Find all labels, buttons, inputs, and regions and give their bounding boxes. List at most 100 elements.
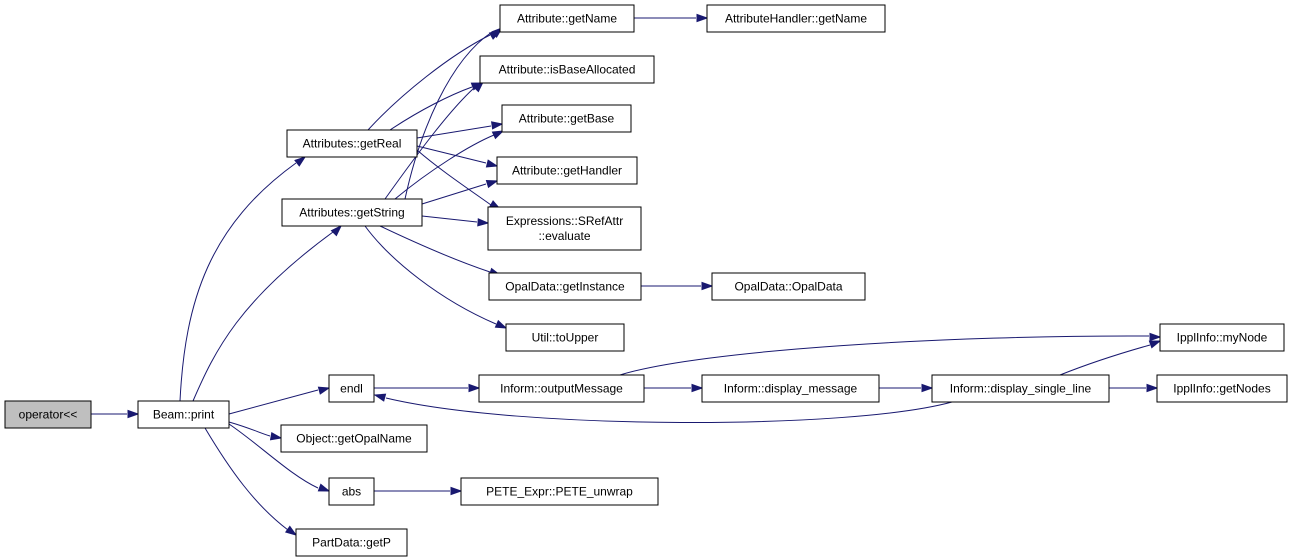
call-edge — [421, 215, 478, 223]
call-edge — [367, 34, 491, 131]
call-edge — [394, 134, 495, 200]
node-label: operator<< — [19, 408, 78, 422]
arrowhead — [485, 159, 499, 168]
arrowhead — [317, 386, 331, 395]
graph-node[interactable]: Inform::display_single_line — [931, 374, 1110, 403]
graph-node[interactable]: AttributeHandler::getName — [706, 4, 886, 33]
node-label: ::evaluate — [538, 229, 590, 243]
node-box — [280, 424, 428, 453]
arrowhead — [1149, 332, 1162, 342]
node-box — [501, 104, 632, 133]
arrowhead — [494, 319, 508, 329]
call-edge — [228, 423, 319, 489]
node-label: Attributes::getString — [299, 206, 404, 220]
node-box — [711, 272, 866, 301]
arrowhead — [468, 383, 481, 393]
node-label: PETE_Expr::PETE_unwrap — [486, 485, 633, 499]
arrowhead — [1146, 383, 1159, 393]
node-box — [1159, 323, 1285, 352]
graph-node[interactable]: IpplInfo::myNode — [1159, 323, 1285, 352]
graph-node[interactable]: Inform::outputMessage — [478, 374, 645, 403]
graph-node[interactable]: Attribute::getName — [499, 4, 635, 33]
node-box — [479, 55, 655, 84]
graph-node[interactable]: Beam::print — [137, 400, 230, 429]
arrowhead — [127, 409, 140, 419]
node-box — [701, 374, 880, 403]
node-box — [499, 4, 635, 33]
node-label: Object::getOpalName — [296, 432, 412, 446]
call-graph-edges — [91, 13, 1162, 536]
node-label: IpplInfo::getNodes — [1173, 382, 1270, 396]
call-graph-nodes: operator<< Beam::print Attributes::getReal… — [4, 4, 1288, 557]
arrowhead — [294, 156, 307, 167]
call-edge — [389, 86, 473, 131]
call-edge — [404, 31, 493, 200]
graph-node[interactable]: Attribute::getBase — [501, 104, 632, 133]
graph-node[interactable]: Attributes::getReal — [286, 129, 418, 158]
call-edge — [364, 225, 497, 325]
node-label: Util::toUpper — [532, 331, 599, 345]
graph-node[interactable]: endl — [328, 374, 375, 403]
node-label: Attribute::isBaseAllocated — [499, 63, 636, 77]
node-box — [706, 4, 886, 33]
node-box — [137, 400, 230, 429]
graph-node[interactable]: OpalData::OpalData — [711, 272, 866, 301]
arrowhead — [491, 130, 505, 140]
graph-node: operator<< — [4, 400, 92, 429]
graph-node[interactable]: Attribute::getHandler — [496, 156, 638, 185]
node-label: Attribute::getHandler — [512, 164, 622, 178]
node-box — [487, 206, 642, 251]
node-box — [505, 323, 625, 352]
call-edge — [1059, 344, 1151, 376]
graph-node[interactable]: Expressions::SRefAttr::evaluate — [487, 206, 642, 251]
node-box — [496, 156, 638, 185]
node-label: Inform::display_message — [724, 382, 858, 396]
node-label: Beam::print — [153, 408, 215, 422]
call-edge — [192, 231, 334, 402]
graph-node[interactable]: Inform::display_message — [701, 374, 880, 403]
graph-node[interactable]: Util::toUpper — [505, 323, 625, 352]
graph-node[interactable]: PETE_Expr::PETE_unwrap — [460, 477, 659, 506]
graph-node[interactable]: Object::getOpalName — [280, 424, 428, 453]
graph-node[interactable]: OpalData::getInstance — [488, 272, 642, 301]
node-box — [295, 528, 408, 557]
node-label: Expressions::SRefAttr — [506, 214, 623, 228]
arrowhead — [269, 432, 283, 441]
call-edge — [179, 162, 297, 402]
node-box — [931, 374, 1110, 403]
node-label: OpalData::getInstance — [505, 280, 625, 294]
call-edge — [384, 87, 475, 200]
node-label: AttributeHandler::getName — [725, 12, 867, 26]
node-box — [478, 374, 645, 403]
arrowhead — [491, 121, 504, 130]
node-label: OpalData::OpalData — [734, 280, 842, 294]
node-box — [281, 198, 423, 227]
arrowhead — [330, 224, 343, 237]
node-box — [328, 477, 375, 506]
call-edge — [619, 335, 1150, 376]
graph-node[interactable]: Attributes::getString — [281, 198, 423, 227]
arrowhead — [373, 393, 387, 402]
call-edge — [416, 125, 492, 139]
call-edge — [379, 225, 491, 273]
arrowhead — [472, 80, 485, 93]
graph-node[interactable]: Attribute::isBaseAllocated — [479, 55, 655, 84]
arrowhead — [477, 218, 490, 227]
call-edge — [204, 427, 289, 531]
call-edge — [228, 389, 319, 415]
node-box — [328, 374, 375, 403]
call-edge — [228, 421, 271, 437]
arrowhead — [317, 483, 331, 492]
node-label: Attribute::getName — [517, 12, 617, 26]
call-edge — [416, 145, 487, 164]
call-edge — [421, 183, 487, 205]
graph-node[interactable]: IpplInfo::getNodes — [1156, 374, 1288, 403]
arrowhead — [691, 383, 704, 393]
graph-node[interactable]: abs — [328, 477, 375, 506]
graph-node[interactable]: PartData::getP — [295, 528, 408, 557]
arrowhead — [921, 383, 934, 393]
node-label: Inform::outputMessage — [500, 382, 623, 396]
node-label: abs — [342, 485, 361, 499]
node-label: Inform::display_single_line — [950, 382, 1092, 396]
